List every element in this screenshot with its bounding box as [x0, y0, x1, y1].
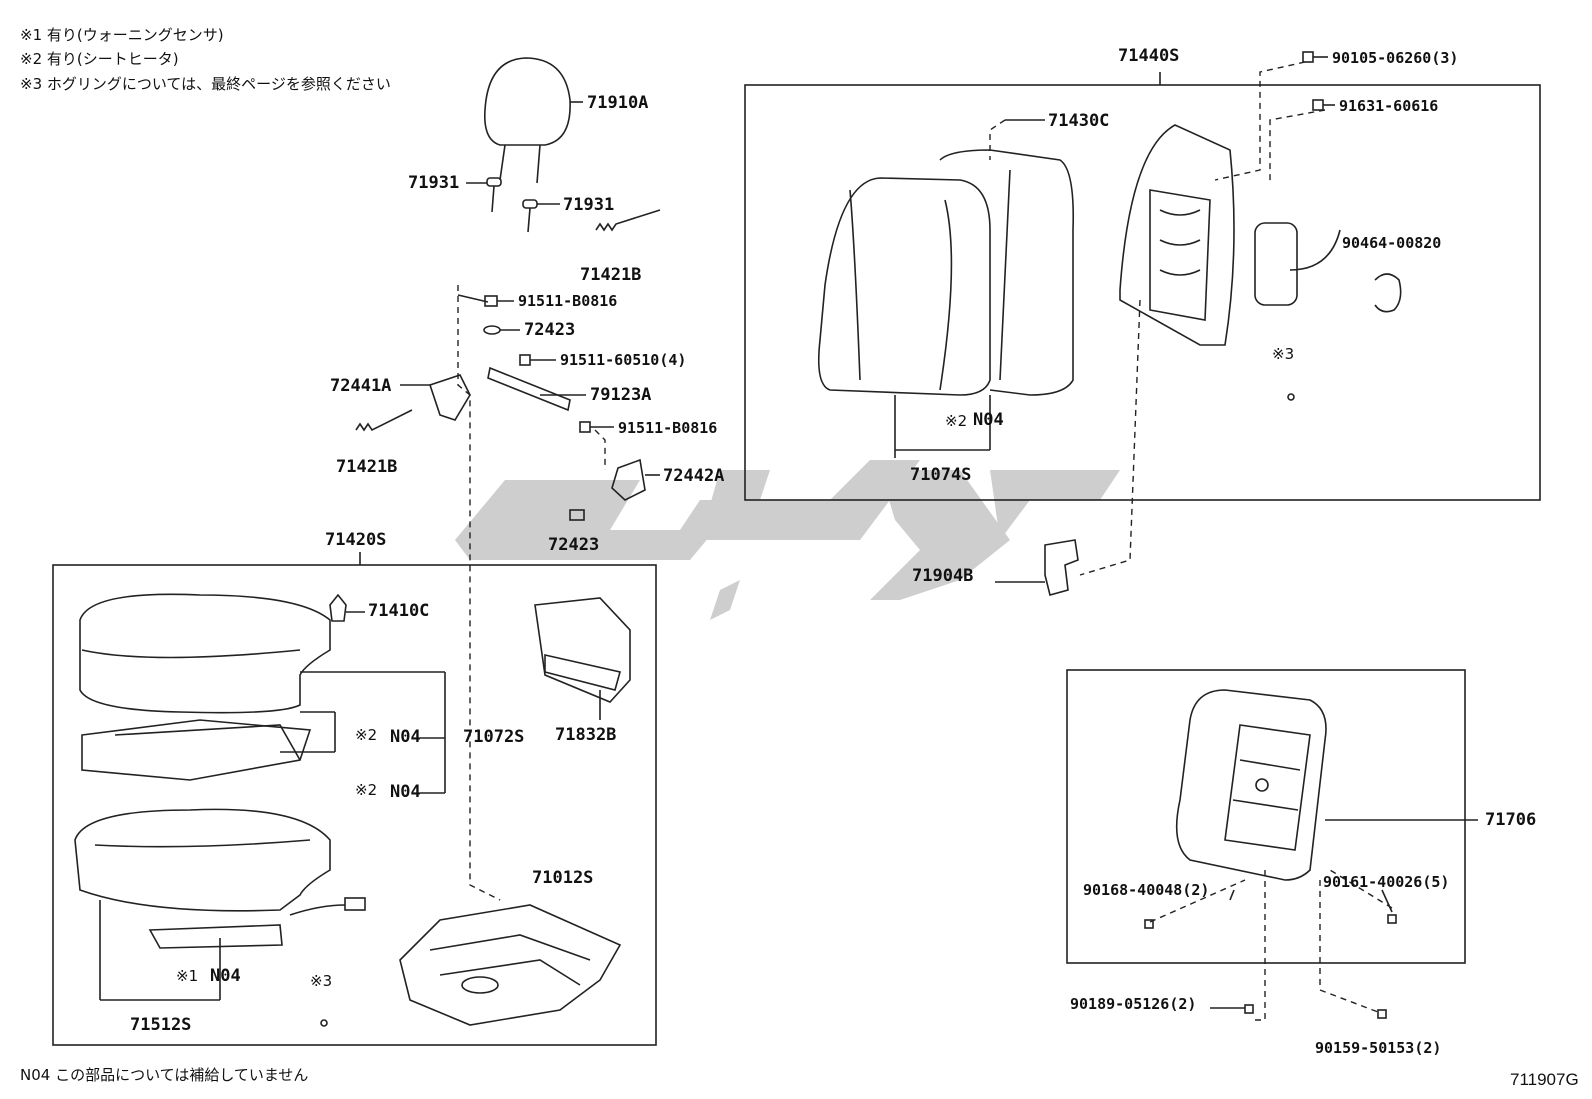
leader-lines: [99, 72, 1393, 1001]
part-91631: 91631-60616: [1339, 97, 1439, 115]
part-71931-left: 71931: [408, 173, 460, 193]
part-N04-a: N04: [390, 727, 421, 747]
backrest-group-box: [744, 84, 1541, 501]
part-N04-b: N04: [390, 782, 421, 802]
spring-drawing: [355, 209, 661, 432]
cover-flap-drawing: [534, 597, 631, 720]
part-71421B-top: 71421B: [580, 265, 642, 285]
back-board-group-box: [1066, 669, 1466, 964]
headrest-guide-drawing: [466, 177, 560, 233]
mark-ref3-b: ※3: [1272, 345, 1295, 363]
part-91511-B0816-a: 91511-B0816: [518, 292, 618, 310]
backrest-frame-drawing: [1119, 124, 1402, 346]
part-71420S: 71420S: [325, 530, 387, 550]
part-71430C: 71430C: [1048, 111, 1110, 131]
note-3: ※3 ホグリングについては、最終ページを参照ください: [20, 75, 391, 93]
mark-ref1: ※1: [176, 967, 199, 985]
part-71931-right: 71931: [563, 195, 615, 215]
dashed-guides: [457, 61, 1393, 1021]
back-board-drawing: [1175, 689, 1478, 881]
part-90161: 90161-40026(5): [1323, 873, 1450, 891]
part-91511-60510: 91511-60510(4): [560, 351, 687, 369]
part-90464: 90464-00820: [1342, 234, 1442, 252]
part-72423-a: 72423: [524, 320, 576, 340]
recliner-parts-drawing: [400, 294, 660, 521]
part-90189: 90189-05126(2): [1070, 995, 1197, 1013]
headrest-drawing: [483, 57, 583, 184]
note-1: ※1 有り(ウォーニングセンサ): [20, 26, 224, 44]
part-71904B: 71904B: [912, 566, 974, 586]
part-72442A: 72442A: [663, 466, 725, 486]
cushion-pad-drawing: [74, 593, 366, 949]
part-71012S: 71012S: [532, 868, 594, 888]
mark-ref2-b: ※2: [355, 781, 378, 799]
part-79123A: 79123A: [590, 385, 652, 405]
part-90168: 90168-40048(2): [1083, 881, 1210, 899]
part-N04-c: N04: [210, 966, 241, 986]
mark-ref3-a: ※3: [310, 972, 333, 990]
note-2: ※2 有り(シートヒータ): [20, 50, 179, 68]
backrest-pad-drawing: [817, 119, 1075, 451]
part-71832B: 71832B: [555, 725, 617, 745]
footer-note: N04 この部品については補給していません: [20, 1066, 309, 1084]
part-71910A: 71910A: [587, 93, 649, 113]
part-91511-B0816-b: 91511-B0816: [618, 419, 718, 437]
screw-drawing: [320, 51, 1397, 1027]
lower-bracket-drawing: [995, 539, 1079, 596]
watermark-logo: [455, 460, 1120, 620]
part-71072S: 71072S: [463, 727, 525, 747]
cushion-group-box: [52, 564, 657, 1046]
part-71512S: 71512S: [130, 1015, 192, 1035]
part-72441A: 72441A: [330, 376, 392, 396]
mark-ref2-a: ※2: [355, 726, 378, 744]
part-90159: 90159-50153(2): [1315, 1039, 1442, 1057]
seat-frame-drawing: [399, 904, 622, 1026]
mark-ref2-back: ※2: [945, 412, 968, 430]
part-N04-back: N04: [973, 410, 1004, 430]
part-71074S: 71074S: [910, 465, 972, 485]
part-71421B-bottom: 71421B: [336, 457, 398, 477]
part-71410C: 71410C: [368, 601, 430, 621]
part-71440S: 71440S: [1118, 46, 1180, 66]
diagram-code: 711907G: [1510, 1070, 1579, 1089]
part-90105: 90105-06260(3): [1332, 49, 1459, 67]
part-71706: 71706: [1485, 810, 1537, 830]
part-72423-b: 72423: [548, 535, 600, 555]
